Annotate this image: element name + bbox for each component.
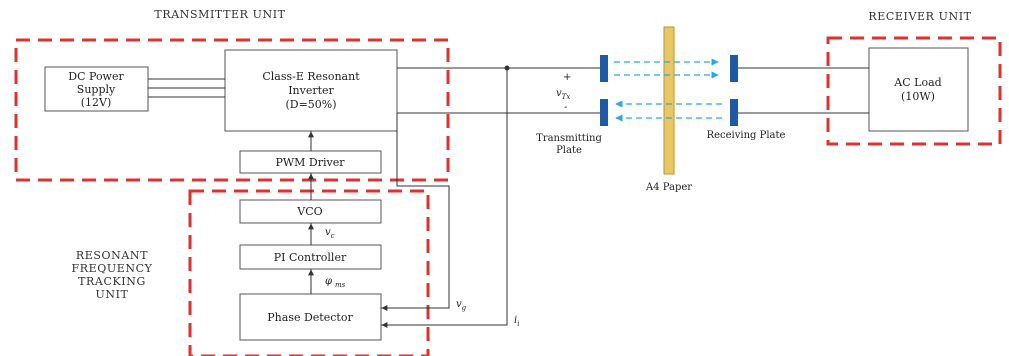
pi-controller-block: PI Controller [239,244,382,270]
tracking-unit-title-2: FREQUENCY [72,262,153,275]
pi-controller-text: PI Controller [274,251,347,264]
tracking-unit-title-4: UNIT [96,288,129,301]
transmitting-plate-bottom [600,99,608,126]
transmitting-plate-label-1: Transmitting [536,133,602,144]
transmitting-plate-label-2: Plate [556,145,582,156]
plus-sign: + [563,72,571,83]
tracking-unit-title-3: TRACKING [78,275,146,288]
transmitter-unit-title: TRANSMITTER UNIT [154,8,285,21]
field-arrows [614,58,722,122]
ac-load-block: AC Load (10W) [868,47,969,132]
dc-supply-text-3: (12V) [81,96,112,109]
receiver-unit-border [826,36,1002,146]
class-e-inverter-block: Class-E Resonant Inverter (D=50%) [224,49,398,132]
dc-power-supply-block: DC Power Supply (12V) [44,66,149,112]
dc-supply-text-2: Supply [77,83,116,96]
pwm-driver-block: PWM Driver [239,150,382,174]
a4-paper-barrier [663,26,675,175]
a4-paper-label: A4 Paper [645,182,692,193]
signal-arrows [308,131,392,328]
junction-dot [504,65,510,71]
tracking-unit-title-1: RESONANT [76,249,148,262]
inverter-text-1: Class-E Resonant [262,70,360,83]
ac-load-text-2: (10W) [901,90,935,103]
minus-sign: - [564,102,567,113]
vtx-label: vTx [556,88,570,101]
tracking-unit-border [188,189,430,356]
vco-text: VCO [296,205,322,218]
receiving-plate-top [730,55,738,82]
receiving-plate-label: Receiving Plate [707,130,786,141]
dc-supply-text-1: DC Power [68,70,124,83]
vco-block: VCO [239,199,382,224]
inverter-text-2: Inverter [288,84,334,97]
vc-label: vc [325,227,335,240]
current-label: ii [514,315,519,328]
inverter-text-3: (D=50%) [285,98,336,111]
phase-detector-text: Phase Detector [267,311,353,324]
receiver-unit-title: RECEIVER UNIT [868,10,971,23]
transmitting-plate-top [600,55,608,82]
vg-label: vg [456,299,467,312]
receiving-plate-bottom [730,99,738,126]
pwm-driver-text: PWM Driver [275,156,345,169]
phase-detector-block: Phase Detector [239,293,382,341]
ac-load-text-1: AC Load [893,76,941,89]
